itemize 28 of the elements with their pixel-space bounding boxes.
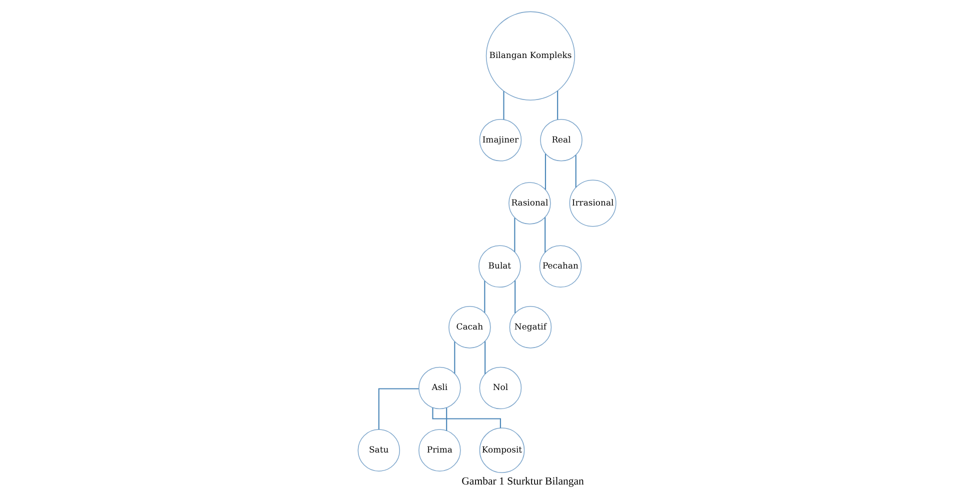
node-circle: Irrasional bbox=[569, 180, 616, 227]
node-circle: Rasional bbox=[508, 182, 551, 224]
connector bbox=[454, 342, 456, 374]
node-circle: Prima bbox=[418, 429, 461, 472]
connector bbox=[514, 280, 516, 314]
node-circle: Bilangan Kompleks bbox=[486, 11, 576, 100]
node-circle: Komposit bbox=[479, 428, 525, 474]
connector bbox=[446, 408, 448, 431]
node-circle: Nol bbox=[479, 366, 522, 410]
node-circle: Asli bbox=[418, 366, 461, 410]
connector bbox=[503, 91, 504, 120]
node-circle: Satu bbox=[358, 429, 400, 472]
connector bbox=[378, 388, 419, 430]
connector bbox=[575, 155, 576, 188]
node-circle: Imajiner bbox=[479, 118, 522, 162]
node-circle: Cacah bbox=[448, 306, 491, 348]
node-circle: Bulat bbox=[478, 245, 521, 288]
connector bbox=[484, 341, 486, 374]
connector bbox=[557, 90, 558, 120]
connector bbox=[544, 154, 546, 190]
caption: Gambar 1 Sturktur Bilangan bbox=[462, 475, 584, 488]
node-circle: Negatif bbox=[509, 306, 552, 348]
node-circle: Real bbox=[540, 118, 582, 162]
connector bbox=[432, 408, 501, 428]
connector bbox=[514, 218, 516, 252]
connector bbox=[484, 280, 486, 313]
connector bbox=[544, 217, 546, 252]
node-circle: Pecahan bbox=[539, 245, 582, 288]
